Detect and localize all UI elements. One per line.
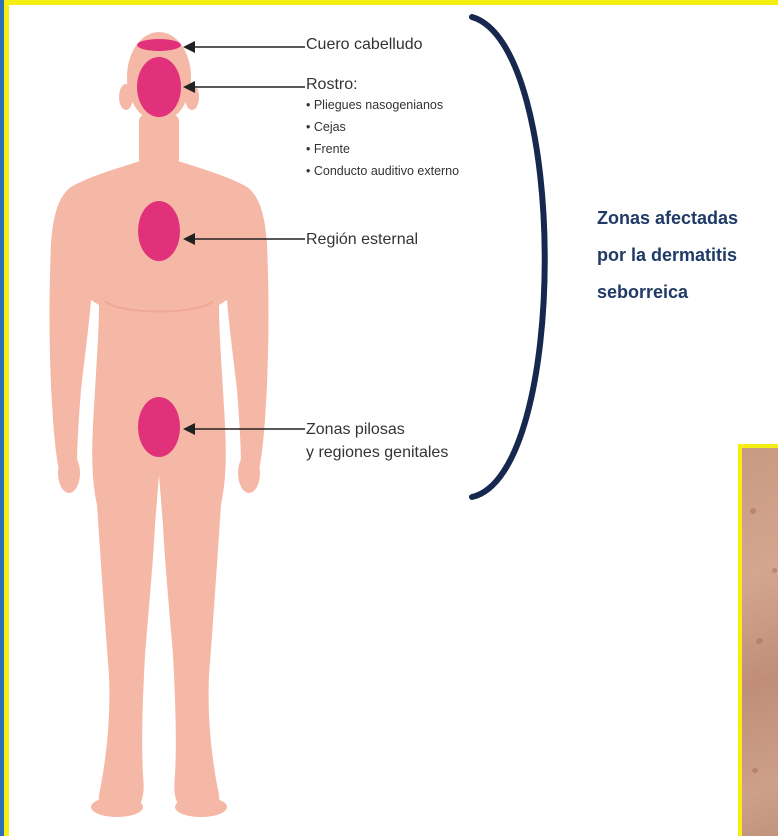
label-face: Rostro: — [306, 75, 358, 94]
diagram-frame: Cuero cabelludo Rostro: • Pliegues nasog… — [4, 0, 778, 836]
sternal-spot — [138, 201, 180, 261]
caption-line3: seborreica — [597, 282, 688, 303]
face-spot — [137, 57, 181, 117]
skin-spot — [750, 508, 756, 514]
skin-spot — [752, 768, 758, 773]
bracket — [472, 17, 545, 497]
label-scalp: Cuero cabelludo — [306, 35, 423, 54]
label-hair-line2: y regiones genitales — [306, 443, 448, 462]
label-sternal: Región esternal — [306, 230, 418, 249]
caption-line1: Zonas afectadas — [597, 208, 738, 229]
label-hair-line1: Zonas pilosas — [306, 420, 405, 439]
label-face-item: • Conducto auditivo externo — [306, 163, 459, 179]
caption-line2: por la dermatitis — [597, 245, 737, 266]
label-face-item: • Frente — [306, 141, 350, 157]
label-face-item: • Cejas — [306, 119, 346, 135]
skin-spot — [756, 638, 763, 644]
genital-spot — [138, 397, 180, 457]
scalp-spot — [137, 39, 181, 51]
label-face-item: • Pliegues nasogenianos — [306, 97, 443, 113]
skin-photo — [738, 444, 778, 836]
skin-spot — [772, 568, 777, 573]
